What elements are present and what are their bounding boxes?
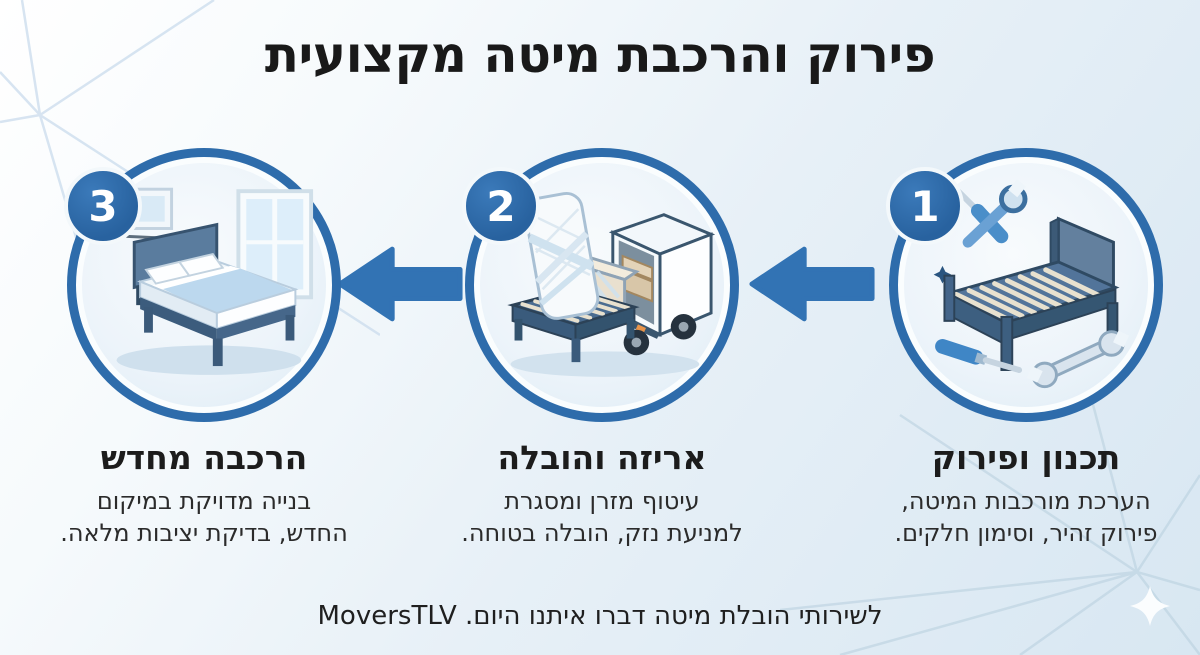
flow-arrow-left-icon [337,246,463,322]
step-2-description-line-2: למניעת נזק, הובלה בטוחה. [461,518,743,547]
step-3-circle: 3 [64,148,341,422]
step-2-number-badge: 2 [462,167,540,245]
bed-frame-tools-illustration-icon [933,179,1130,389]
step-3-heading: הרכבה מחדש [100,438,308,477]
step-2-heading: אריזה והובלה [497,438,707,477]
screwdriver-icon [935,339,1023,373]
assembled-bed-illustration-icon [116,187,314,375]
step-2-description-line-1: עיטוף מזרן ומסגרת [504,487,700,515]
step-3-description-line-1: בנייה מדויקת במיקום [96,487,312,515]
step-1-description: הערכת מורכבות המיטה, פירוק זהיר, וסימון … [856,486,1196,549]
wrapped-mattress-truck-illustration-icon [507,192,715,377]
step-2-circle: 2 [462,148,739,422]
flow-arrow-left-icon [749,246,875,322]
wrench-icon [1026,330,1130,389]
step-3-description: בנייה מדויקת במיקום החדש, בדיקת יציבות מ… [34,486,374,549]
footer-cta: לשירותי הובלת מיטה דברו איתנו היום. Move… [317,601,883,631]
page-title: פירוק והרכבת מיטה מקצועית [264,26,936,84]
sparkle-icon [933,265,952,284]
step-1-heading: תכנון ופירוק [931,438,1121,477]
step-1-number: 1 [910,181,940,231]
moving-truck-icon [608,213,715,356]
bed-frame-icon [943,216,1120,371]
crossed-tools-icon [955,179,1028,248]
step-2: 2 [432,148,772,549]
step-2-description: עיטוף מזרן ומסגרת למניעת נזק, הובלה בטוח… [432,486,772,549]
step-1-description-line-2: פירוק זהיר, וסימון חלקים. [894,518,1158,547]
step-3: 3 [34,148,374,549]
step-1-circle: 1 [886,148,1163,422]
step-1: 1 [856,148,1196,549]
step-1-description-line-1: הערכת מורכבות המיטה, [901,487,1151,515]
step-3-number-badge: 3 [64,167,142,245]
step-1-number-badge: 1 [886,167,964,245]
step-3-description-line-2: החדש, בדיקת יציבות מלאה. [60,518,348,547]
step-3-number: 3 [88,181,118,231]
wrapped-mattress-icon [524,192,600,320]
step-2-number: 2 [486,181,516,231]
assembled-bed-icon [132,222,299,367]
